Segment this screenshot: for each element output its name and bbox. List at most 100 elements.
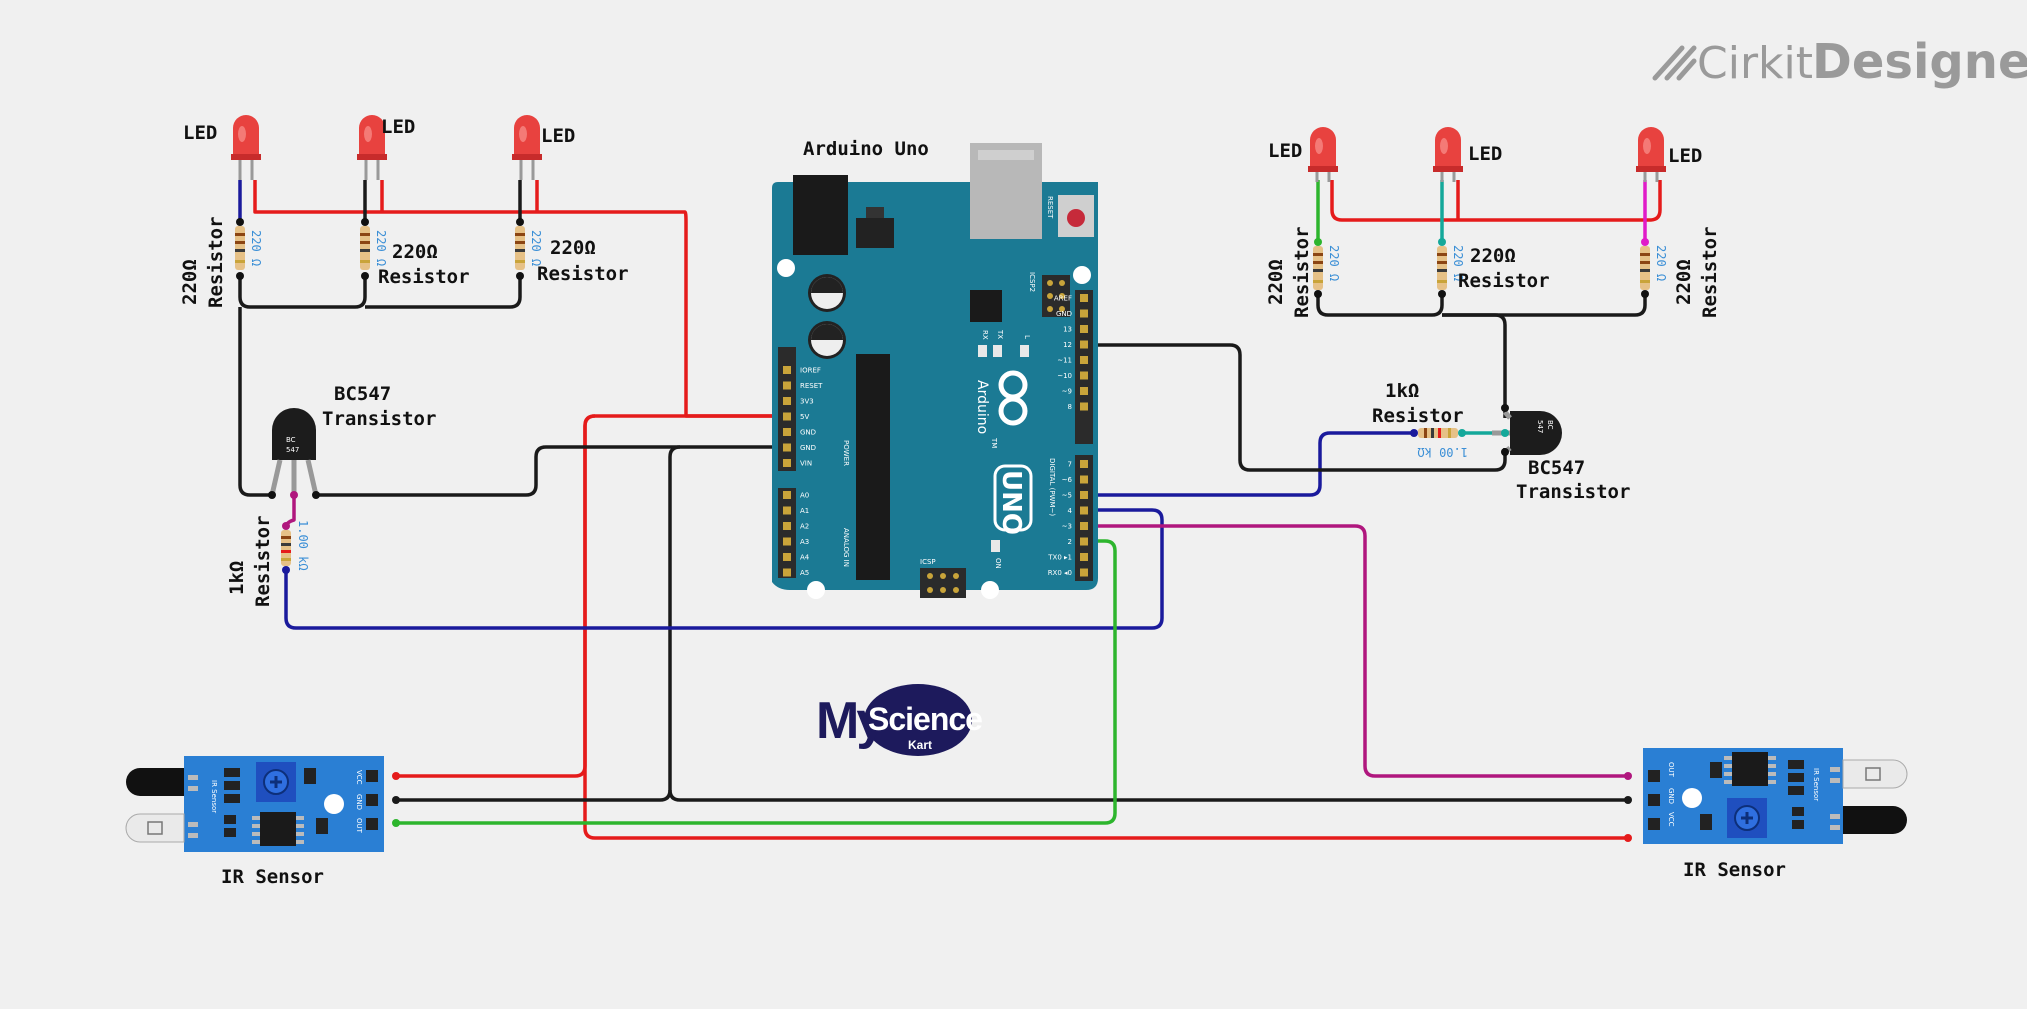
resistor-left-base[interactable] (281, 522, 291, 574)
pin-a5-label: A5 (800, 569, 809, 577)
resistor-right-2-value: 220 Ω (1451, 245, 1465, 281)
led-right-3[interactable] (1636, 127, 1666, 182)
pin-top-0[interactable] (1080, 294, 1088, 302)
resistor-left-2-label-a: 220Ω (392, 241, 438, 263)
resistor-left-2-label-b: Resistor (378, 266, 470, 288)
svg-text:ICSP: ICSP (920, 558, 936, 566)
svg-text:TX: TX (996, 329, 1004, 339)
resistor-right-3[interactable] (1640, 238, 1650, 298)
pin-gnd-4-label: GND (800, 429, 816, 437)
svg-text:BC: BC (1546, 420, 1554, 430)
svg-text:ON: ON (994, 558, 1002, 569)
pin-3v3-2[interactable] (783, 397, 791, 405)
pin-5v-3-label: 5V (800, 413, 809, 421)
pin-vin-6[interactable] (783, 459, 791, 467)
wire-gnd-top-to-right-emitter (1082, 343, 1507, 472)
resistor-right-base[interactable] (1410, 428, 1466, 438)
pin-3v3-2-label: 3V3 (800, 398, 814, 406)
transistor-right[interactable]: BC 547 (1492, 404, 1562, 456)
pin-top-5[interactable] (1080, 371, 1088, 380)
svg-text:ICSP2: ICSP2 (1028, 272, 1036, 292)
pin-gnd-5[interactable] (783, 443, 791, 452)
ir-sensor-left[interactable]: IR Sensor VCC GND OUT (125, 756, 400, 852)
wire-left-collector (238, 307, 272, 497)
pin-ioref-0[interactable] (783, 366, 791, 374)
pin-bottom-6[interactable] (1080, 553, 1088, 561)
pin-bottom-7[interactable] (1080, 568, 1088, 577)
pin-top-6-label: ~9 (1062, 388, 1072, 396)
pin-top-1[interactable] (1080, 309, 1088, 318)
pin-bottom-0[interactable] (1080, 460, 1088, 468)
pin-a3[interactable] (783, 537, 791, 546)
pin-bottom-3-label: 4 (1068, 507, 1073, 515)
pin-a0[interactable] (783, 491, 791, 499)
pin-bottom-4-label: ~3 (1062, 523, 1072, 531)
pin-a4[interactable] (783, 553, 791, 561)
pin-top-5-label: ~10 (1057, 372, 1072, 380)
transistor-left-label-a: BC547 (334, 383, 391, 405)
pin-top-6[interactable] (1080, 387, 1088, 395)
resistor-left-1-label-b: Resistor (205, 216, 227, 308)
pin-bottom-5-label: 2 (1068, 538, 1072, 546)
pin-reset-1[interactable] (783, 381, 791, 390)
resistor-right-1[interactable] (1313, 238, 1323, 298)
resistor-left-1[interactable] (235, 218, 245, 280)
ir-sensor-right[interactable]: IR Sensor OUT GND VCC (1624, 748, 1908, 844)
svg-text:Arduino: Arduino (974, 380, 990, 434)
led-left-2[interactable] (357, 115, 387, 180)
wire-right-res-bus-2 (1442, 295, 1647, 317)
pin-a2[interactable] (783, 522, 791, 530)
wire-left-emitter-gnd (316, 445, 787, 497)
wire-5v-to-ir-left-vcc (396, 414, 787, 778)
wire-left-base-to-pin4 (284, 508, 1164, 630)
pin-top-2[interactable] (1080, 325, 1088, 333)
pin-a3-label: A3 (800, 538, 809, 546)
pin-bottom-5[interactable] (1080, 537, 1088, 546)
led-left-3-label: LED (541, 125, 575, 147)
svg-text:ANALOG IN: ANALOG IN (842, 528, 850, 567)
svg-text:POWER: POWER (842, 440, 850, 466)
wire-left-res-bus-2 (365, 276, 522, 309)
led-left-1[interactable] (231, 115, 261, 180)
led-right-1[interactable] (1308, 127, 1338, 182)
pin-gnd-5-label: GND (800, 444, 816, 452)
pin-top-4[interactable] (1080, 356, 1088, 364)
led-left-2-label: LED (381, 116, 415, 138)
wire-left-led-anode-bus (253, 180, 787, 418)
pin-top-7[interactable] (1080, 402, 1088, 411)
resistor-right-base-label-a: 1kΩ (1385, 380, 1419, 402)
power-jack (793, 175, 848, 255)
resistor-right-base-label-b: Resistor (1372, 405, 1464, 427)
pin-top-3[interactable] (1080, 340, 1088, 349)
pin-bottom-1[interactable] (1080, 475, 1088, 484)
resistor-right-2[interactable] (1437, 238, 1447, 298)
led-right-2[interactable] (1433, 127, 1463, 182)
pin-bottom-3[interactable] (1080, 506, 1088, 515)
pin-a1[interactable] (783, 506, 791, 515)
svg-text:GND: GND (1667, 788, 1675, 804)
led-left-3[interactable] (512, 115, 542, 180)
transistor-left[interactable]: BC 547 (268, 408, 320, 499)
pin-bottom-7-label: RX0 ◂0 (1048, 569, 1072, 577)
svg-text:DIGITAL (PWM~): DIGITAL (PWM~) (1048, 458, 1056, 516)
resistor-left-2[interactable] (360, 218, 370, 280)
ir-sensor-right-label: IR Sensor (1683, 859, 1786, 881)
led-right-2-label: LED (1468, 143, 1502, 165)
arduino-uno-board[interactable]: RESET ICSP2 ICSP RX TX L ON Ar (772, 143, 1098, 599)
svg-text:RESET: RESET (1046, 196, 1054, 219)
pin-a5[interactable] (783, 568, 791, 577)
svg-text:L: L (1023, 335, 1031, 339)
pin-a0-label: A0 (800, 492, 809, 500)
resistor-left-3[interactable] (515, 218, 525, 280)
svg-text:547: 547 (286, 446, 299, 454)
resistor-right-base-value: 1.00 kΩ (1417, 445, 1468, 459)
pin-bottom-4[interactable] (1080, 522, 1088, 530)
led-left-1-label: LED (183, 122, 217, 144)
pin-gnd-4[interactable] (783, 428, 791, 436)
pin-bottom-2[interactable] (1080, 491, 1088, 499)
resistor-left-2-value: 220 Ω (374, 230, 388, 266)
pin-5v-3[interactable] (783, 412, 791, 421)
resistor-left-base-label-a: 1kΩ (226, 561, 248, 595)
resistor-left-1-label-a: 220Ω (179, 259, 201, 305)
